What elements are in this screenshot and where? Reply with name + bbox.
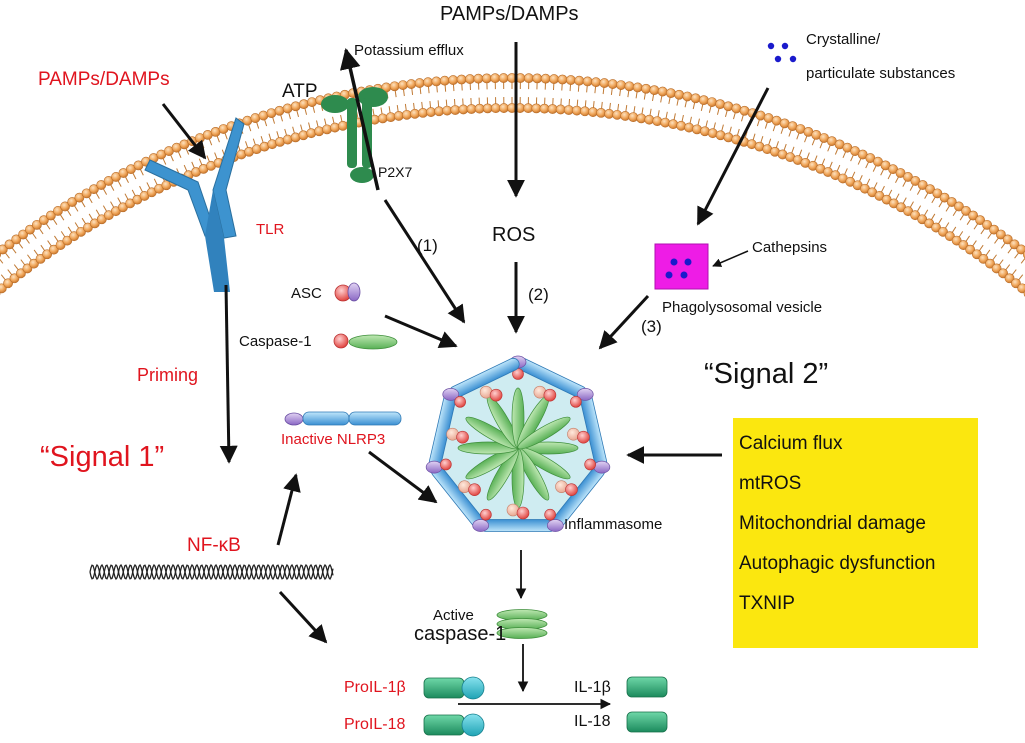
inactive-nlrp3-label: Inactive NLRP3	[281, 431, 386, 448]
asc-label: ASC	[291, 285, 322, 302]
path-2-label: (2)	[528, 285, 549, 304]
il1b-molecule-icon	[626, 676, 668, 698]
il18-label: IL-18	[574, 713, 611, 730]
atp-label: ATP	[282, 81, 318, 102]
path-1-label: (1)	[417, 236, 438, 255]
phagolysosomal-vesicle-icon	[654, 243, 709, 290]
proil18-label: ProIL-18	[344, 716, 406, 733]
proil18-molecule-icon	[423, 713, 485, 737]
active-caspase1-icon	[496, 609, 548, 639]
arrows	[161, 42, 770, 710]
particulate-substances-label: particulate substances	[806, 65, 956, 82]
priming-label: Priming	[137, 365, 199, 385]
active-label: Active	[433, 607, 474, 624]
signal-2-factor: mtROS	[739, 473, 802, 494]
signal-2-factor: Calcium flux	[739, 433, 843, 454]
signal-2-factors-box: Calcium flux mtROS Mitochondrial damage …	[733, 418, 978, 648]
cathepsins-label: Cathepsins	[752, 239, 828, 256]
il18-molecule-icon	[626, 711, 668, 733]
signal-2-factor: Mitochondrial damage	[739, 513, 926, 534]
inflammasome-complex-icon	[425, 355, 611, 532]
pamps-damps-top-label: PAMPs/DAMPs	[440, 3, 579, 25]
tlr-label: TLR	[256, 221, 285, 238]
caspase1-label: Caspase-1	[239, 333, 312, 350]
path-3-label: (3)	[641, 317, 662, 336]
tlr-receptor-icon	[144, 117, 245, 292]
pamps-damps-left-label: PAMPs/DAMPs	[38, 69, 170, 90]
caspase1-molecule-icon	[333, 333, 398, 350]
crystalline-label: Crystalline/	[806, 31, 881, 48]
active-caspase1-label: caspase-1	[414, 623, 507, 645]
ros-label: ROS	[492, 224, 536, 246]
crystalline-particles-icon	[767, 42, 797, 63]
nfkb-label: NF-κB	[187, 535, 241, 556]
inactive-nlrp3-icon	[284, 411, 402, 426]
phagolysosomal-vesicle-label: Phagolysosomal vesicle	[662, 299, 823, 316]
p2x7-label: P2X7	[378, 164, 413, 180]
asc-molecule-icon	[334, 282, 361, 302]
il1b-label: IL-1β	[574, 679, 611, 696]
signal-2-factor: TXNIP	[739, 593, 795, 614]
proil1b-molecule-icon	[423, 676, 485, 700]
proil1b-label: ProIL-1β	[344, 679, 406, 696]
signal-1-label: “Signal 1”	[40, 441, 165, 473]
inflammasome-label: Inflammasome	[564, 516, 663, 533]
p2x7-receptor-icon	[321, 87, 388, 183]
signal-2-label: “Signal 2”	[704, 358, 829, 390]
potassium-efflux-label: Potassium efflux	[354, 42, 464, 59]
dna-strand-icon	[89, 563, 334, 581]
signal-2-factor: Autophagic dysfunction	[739, 553, 936, 574]
